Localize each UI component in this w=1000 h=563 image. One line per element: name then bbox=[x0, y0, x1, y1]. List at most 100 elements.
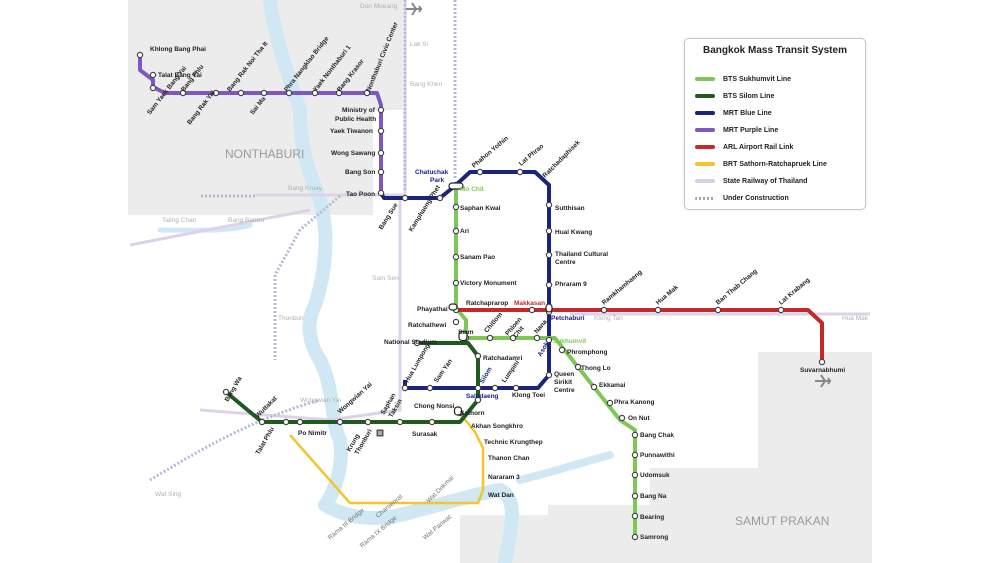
faded-label: Bang Bamru bbox=[228, 217, 265, 224]
station-label: Ekkamai bbox=[599, 382, 626, 389]
station-label: Hua Lumpong bbox=[404, 343, 432, 384]
legend-label: BRT Sathorn-Ratchapruek Line bbox=[723, 160, 827, 168]
legend-item: MRT Blue Line bbox=[695, 107, 772, 119]
station-label: Siam bbox=[458, 329, 474, 336]
station-label: Bang Son bbox=[345, 169, 375, 176]
faded-label: Klong Tan bbox=[594, 315, 623, 322]
station-label: Thailand Cultural bbox=[555, 251, 608, 258]
station-marker bbox=[545, 227, 553, 235]
station-marker bbox=[258, 418, 266, 426]
station-label: Ratchadaphisek bbox=[541, 139, 581, 179]
station-marker bbox=[618, 414, 626, 422]
station-label: Silom bbox=[479, 366, 494, 385]
station-marker bbox=[452, 227, 460, 235]
faded-label: Sam Sen bbox=[372, 275, 399, 282]
station-label: Hua Mak bbox=[655, 284, 680, 307]
station-label: Wat Dan bbox=[488, 492, 514, 499]
legend-label: BTS Silom Line bbox=[723, 92, 775, 100]
station-label: Po Nimitr bbox=[298, 430, 327, 437]
station-marker bbox=[136, 51, 144, 59]
station-label: Huai Kwang bbox=[555, 229, 592, 236]
station-marker bbox=[631, 533, 639, 541]
station-marker bbox=[311, 89, 319, 97]
station-marker bbox=[452, 253, 460, 261]
station-marker bbox=[452, 203, 460, 211]
station-marker bbox=[533, 334, 541, 342]
station-label: Kamphaeng Phet bbox=[408, 184, 443, 233]
station-marker bbox=[474, 384, 482, 392]
station-label: Ratchaprarop bbox=[466, 300, 508, 307]
station-label: Sirikit bbox=[554, 379, 573, 386]
station-label: Surasak bbox=[412, 431, 438, 438]
station-label: Akhan Songkhro bbox=[471, 423, 523, 430]
station-marker bbox=[377, 149, 385, 157]
station-marker bbox=[491, 384, 499, 392]
station-marker bbox=[516, 168, 524, 176]
faded-labels: Don Mueang Lak Si Bang Khen Bang Kruay T… bbox=[155, 3, 869, 498]
station-label: Queen bbox=[554, 371, 574, 378]
station-marker bbox=[296, 418, 304, 426]
legend-swatch bbox=[695, 77, 715, 81]
station-label: Chatuchak bbox=[415, 169, 449, 176]
faded-label: Hua Mak bbox=[842, 315, 869, 322]
interchange-marker bbox=[458, 330, 468, 342]
legend-item: BTS Sukhumvit Line bbox=[695, 73, 791, 85]
station-marker bbox=[606, 399, 614, 407]
station-marker bbox=[149, 84, 157, 92]
background-regions bbox=[128, 0, 872, 563]
legend-item: BTS Silom Line bbox=[695, 90, 774, 102]
station-marker bbox=[474, 396, 482, 404]
station-label: Chitlom bbox=[483, 311, 504, 334]
legend-swatch bbox=[695, 94, 715, 98]
station-marker bbox=[777, 306, 785, 314]
station-marker bbox=[545, 281, 553, 289]
station-label: Lumpini bbox=[501, 359, 521, 384]
station-marker bbox=[545, 371, 553, 379]
station-label: Saphan Kwai bbox=[460, 205, 501, 212]
station-marker bbox=[377, 189, 385, 197]
legend-title: Bangkok Mass Transit System bbox=[703, 45, 847, 56]
station-marker bbox=[631, 451, 639, 459]
station-marker bbox=[545, 336, 553, 344]
station-label: Udomsuk bbox=[640, 472, 670, 479]
station-marker bbox=[260, 89, 268, 97]
legend-label: MRT Purple Line bbox=[723, 126, 779, 134]
stations bbox=[136, 51, 826, 541]
station-marker bbox=[818, 358, 826, 366]
construction-lines bbox=[149, 0, 457, 482]
airplane-icon bbox=[815, 374, 832, 388]
station-label: Sathorn bbox=[460, 410, 485, 417]
legend-item: MRT Purple Line bbox=[695, 124, 778, 136]
interchange-marker bbox=[453, 406, 463, 416]
station-label: Thanon Chan bbox=[488, 455, 530, 462]
legend-swatch bbox=[695, 179, 715, 183]
station-label: Makkasan bbox=[514, 300, 545, 307]
station-marker bbox=[590, 383, 598, 391]
station-marker bbox=[336, 418, 344, 426]
station-label: Talat Phlu bbox=[255, 426, 276, 456]
legend-item: BRT Sathorn-Ratchapruek Line bbox=[695, 158, 827, 170]
legend-label: Under Construction bbox=[723, 194, 789, 202]
station-label: Centre bbox=[554, 387, 575, 394]
station-marker bbox=[426, 384, 434, 392]
station-marker bbox=[401, 384, 409, 392]
station-marker bbox=[222, 388, 230, 396]
station-marker bbox=[179, 89, 187, 97]
station-label: Lat Krabang bbox=[778, 277, 812, 307]
station-label: Park bbox=[430, 177, 444, 184]
station-marker bbox=[428, 418, 436, 426]
station-label: Phayathai bbox=[417, 306, 448, 313]
station-label: Suvarnabhumi bbox=[800, 367, 845, 374]
faded-label: Lak Si bbox=[410, 41, 428, 48]
station-marker bbox=[631, 471, 639, 479]
faded-label: Wongwian Yai bbox=[300, 397, 341, 404]
station-label: Bearing bbox=[640, 514, 664, 521]
station-marker bbox=[654, 306, 662, 314]
station-label: Ramkhamhaeng bbox=[601, 269, 644, 307]
station-label: Sanam Pao bbox=[460, 254, 495, 261]
station-label: National Stadium bbox=[384, 339, 437, 346]
station-label: Yaek Tiwanon bbox=[330, 128, 373, 135]
station-label: Saladaeng bbox=[466, 393, 499, 400]
station-label: Public Health bbox=[335, 116, 376, 123]
